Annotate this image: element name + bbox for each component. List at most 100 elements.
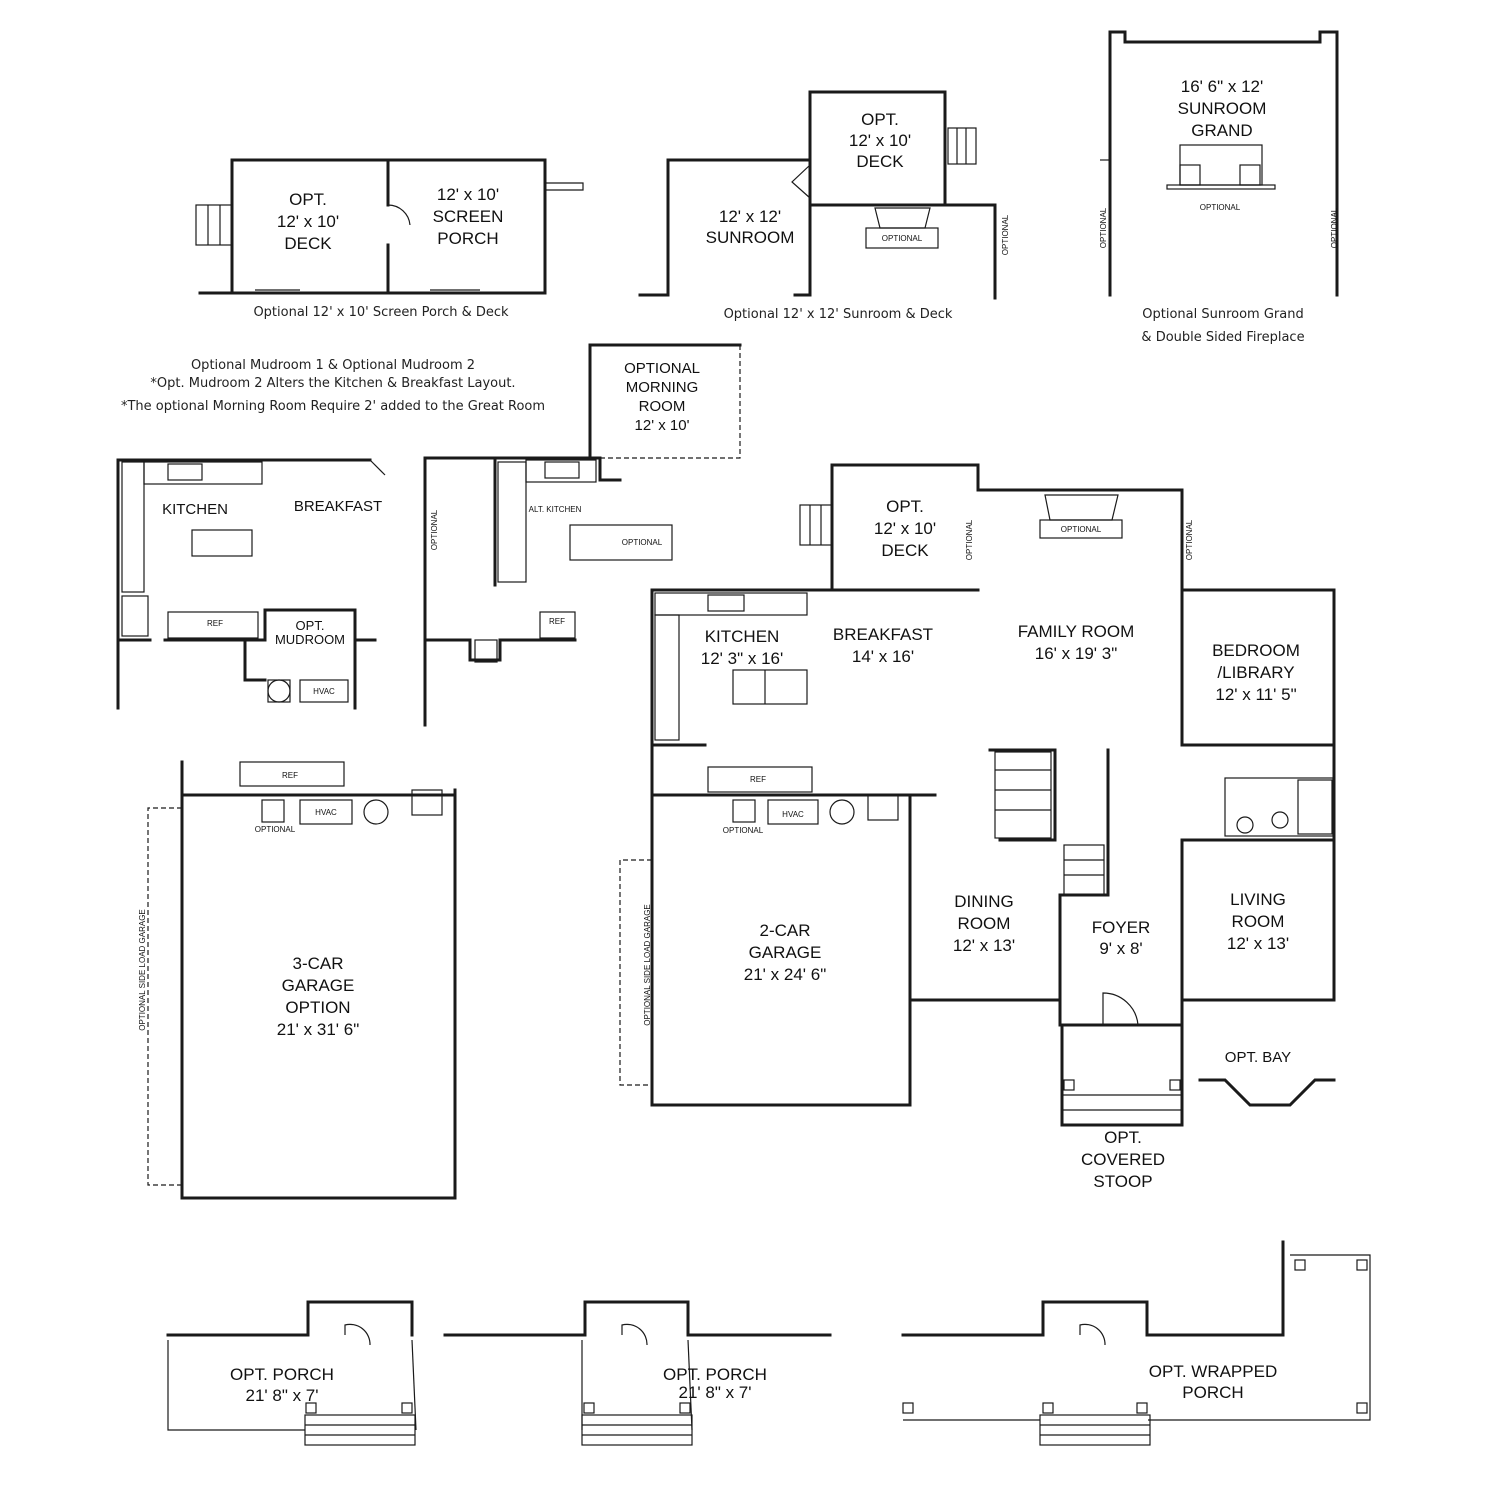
mudroom-label-2: MUDROOM [275,632,345,647]
sunroom-grand-label-3: GRAND [1191,121,1252,140]
sunroom-grand-label-2: SUNROOM [1178,99,1267,118]
caption-sunroom-grand-2: & Double Sided Fireplace [1141,330,1304,345]
ref-label-a: REF [207,619,223,628]
kitchen-alt-label: KITCHEN [162,501,228,518]
sunroom-grand-label-1: 16' 6" x 12' [1181,77,1263,96]
garage-3car-label-3: OPTION [285,998,350,1017]
garage-2car-label-3: 21' x 24' 6" [744,965,826,984]
morning-room-label-2: MORNING [626,379,699,396]
bedroom-label-2: /LIBRARY [1217,663,1294,682]
garage-3car-label-4: 21' x 31' 6" [277,1020,359,1039]
sunroom-label-2: SUNROOM [706,228,795,247]
deck-b-label-3: DECK [856,152,904,171]
ref-label-main: REF [750,775,766,784]
mudroom-note-2: *Opt. Mudroom 2 Alters the Kitchen & Bre… [150,376,515,391]
dining-label-1: DINING [954,892,1014,911]
mudroom-note-3: *The optional Morning Room Require 2' ad… [121,399,545,414]
screen-porch-label-3: PORCH [437,229,498,248]
svg-text:OPT.12' x 10'DECK: OPT. 12' x 10' DECK [874,497,936,560]
garage-2car-label-1: 2-CAR [759,921,810,940]
family-room-label-2: 16' x 19' 3" [1035,644,1117,663]
sunroom-deck-plan: OPTIONAL OPTIONAL OPT. 12' x 10' DECK 12' … [638,90,1010,322]
deck-b-label-2: 12' x 10' [849,131,911,150]
mudroom-2-plan: ALT. KITCHEN OPTIONAL REF OPTIONAL OPTIO… [423,343,742,727]
optional-fireplace-b: OPTIONAL [1200,203,1241,212]
mudroom-note-1: Optional Mudroom 1 & Optional Mudroom 2 [191,358,475,373]
optional-window-b: OPTIONAL [1099,207,1108,248]
garage-3car-label-2: GARAGE [282,976,355,995]
wrapped-porch-label-2: PORCH [1182,1383,1243,1402]
deck-main-label-1: OPT. [886,497,924,516]
morning-room-label-3: ROOM [639,398,686,415]
wrapped-porch-label-1: OPT. WRAPPED [1149,1362,1277,1381]
morning-room-label-1: OPTIONAL [624,360,700,377]
optional-window-main-b: OPTIONAL [1185,519,1194,560]
breakfast-alt-label: BREAKFAST [294,498,382,515]
wrapped-porch-plan: OPT. WRAPPED PORCH [901,1240,1371,1446]
caption-sunroom-grand-1: Optional Sunroom Grand [1142,307,1303,322]
bedroom-label-3: 12' x 11' 5" [1215,685,1296,704]
ref-label-c: REF [282,771,298,780]
living-label-3: 12' x 13' [1227,934,1289,953]
screen-porch-label-2: SCREEN [433,207,504,226]
svg-text:12' x 12'SUNROOM: 12' x 12'SUNROOM [706,207,795,247]
hvac-label-b: HVAC [315,808,337,817]
svg-text:OPT.MUDROOM: OPT.MUDROOM [275,618,345,647]
deck-main-label-3: DECK [881,541,929,560]
stoop-label-3: STOOP [1093,1172,1152,1191]
porch-a-label-2: 21' 8" x 7' [245,1386,318,1405]
mudroom-label-1: OPT. [296,618,325,633]
porch-b-label-2: 21' 8" x 7' [678,1383,751,1402]
svg-text:OPT. BAY: OPT. BAY [1225,1049,1291,1066]
caption-screen-porch: Optional 12' x 10' Screen Porch & Deck [253,305,509,320]
hvac-label-main: HVAC [782,810,804,819]
breakfast-label-1: BREAKFAST [833,625,933,644]
porch-a-label-1: OPT. PORCH [230,1365,334,1384]
porch-a-plan: OPT. PORCH 21' 8" x 7' [166,1300,417,1446]
dining-label-2: ROOM [958,914,1011,933]
optional-window-d: OPTIONAL [430,509,439,550]
hvac-label-a: HVAC [313,687,335,696]
side-load-label-b: OPTIONAL SIDE LOAD GARAGE [643,904,652,1026]
garage-3car-plan: REF HVAC OPTIONAL OPTIONAL SIDE LOAD GAR… [138,760,457,1200]
opt-bay-label: OPT. BAY [1225,1049,1291,1066]
stoop-label-1: OPT. [1104,1128,1142,1147]
optional-window-c: OPTIONAL [1330,207,1339,248]
optional-sink-a: OPTIONAL [255,825,296,834]
garage-3car-label-1: 3-CAR [292,954,343,973]
svg-text:OPT.12' x 10'DECK: OPT.12' x 10'DECK [277,190,339,253]
svg-text:BREAKFAST: BREAKFAST [294,498,382,515]
optional-sink-main: OPTIONAL [723,826,764,835]
family-room-label-1: FAMILY ROOM [1018,622,1135,641]
bedroom-label-1: BEDROOM [1212,641,1300,660]
stoop-label-2: COVERED [1081,1150,1165,1169]
optional-island: OPTIONAL [622,538,663,547]
living-label-2: ROOM [1232,912,1285,931]
sunroom-grand-plan: OPTIONAL OPTIONAL OPTIONAL 16' 6" x 12' S… [1099,30,1339,345]
foyer-label-1: FOYER [1092,918,1151,937]
side-load-label-a: OPTIONAL SIDE LOAD GARAGE [138,909,147,1031]
foyer-label-2: 9' x 8' [1099,939,1142,958]
deck-a-label-3: DECK [284,234,332,253]
ref-label-b: REF [549,617,565,626]
deck-a-label-2: 12' x 10' [277,212,339,231]
optional-fireplace-a: OPTIONAL [882,234,923,243]
caption-sunroom: Optional 12' x 12' Sunroom & Deck [724,307,953,322]
svg-text:KITCHEN: KITCHEN [162,501,228,518]
kitchen-label-2: 12' 3" x 16' [701,649,783,668]
optional-window-a: OPTIONAL [1001,214,1010,255]
main-floor-plan: OPTIONAL OPTIONAL OPTIONAL REF HVAC OPTI… [619,463,1336,1191]
deck-b-label-1: OPT. [861,110,899,129]
deck-main-label-2: 12' x 10' [874,519,936,538]
